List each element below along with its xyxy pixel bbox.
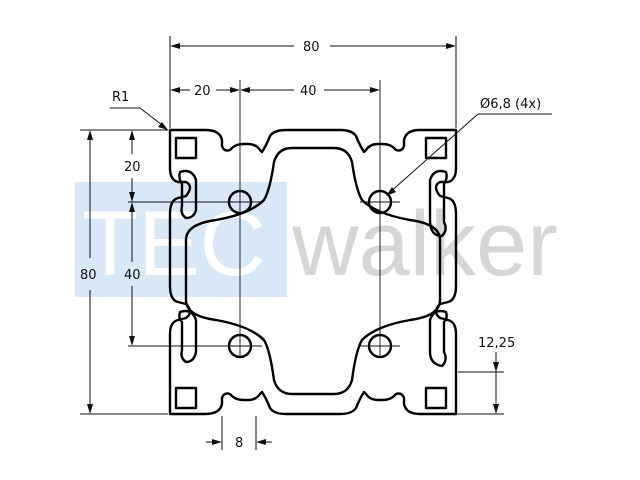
dimension-top-spacing: 20 40 [170, 84, 380, 99]
dimension-slot-width: 8 [206, 416, 272, 451]
dimension-hole-diameter: Ø6,8 (4x) [386, 97, 552, 196]
slot-left-upper [178, 169, 198, 220]
dimension-label-overall-width: 80 [303, 40, 320, 55]
central-cavity [184, 146, 442, 396]
dimension-overall-height: 80 [80, 129, 168, 415]
dimension-label-top-spacing: 40 [300, 84, 317, 99]
dimension-label-top-offset: 20 [194, 84, 211, 99]
slot-right-upper [428, 169, 448, 238]
watermark: TEC walker [75, 182, 558, 297]
dimension-label-slot-width: 8 [235, 436, 243, 451]
dimension-label-bottom-offset: 12,25 [478, 336, 515, 351]
dimension-corner-radius: R1 [110, 90, 168, 130]
watermark-brand-right: walker [291, 193, 558, 295]
watermark-brand-left: TEC [82, 193, 266, 295]
dimension-label-left-offset: 20 [124, 160, 141, 175]
dimension-left-spacing: 20 40 [124, 130, 141, 346]
corner-cavity-bottom-left [174, 386, 198, 410]
slot-right-lower [428, 309, 448, 368]
dimension-label-overall-height: 80 [80, 268, 97, 283]
dimension-bottom-offset: 12,25 [458, 336, 515, 415]
corner-cavity-top-right [424, 136, 448, 160]
dimension-overall-width: 80 [169, 36, 457, 128]
slot-left-lower [178, 309, 198, 364]
outer-contour [168, 128, 458, 416]
dimension-label-hole-diameter: Ø6,8 (4x) [480, 97, 541, 112]
dimension-label-corner-radius: R1 [112, 90, 129, 105]
corner-cavity-bottom-right [424, 386, 448, 410]
center-lines [128, 80, 400, 356]
dimension-label-left-spacing: 40 [124, 268, 141, 283]
corner-cavity-top-left [174, 136, 198, 160]
